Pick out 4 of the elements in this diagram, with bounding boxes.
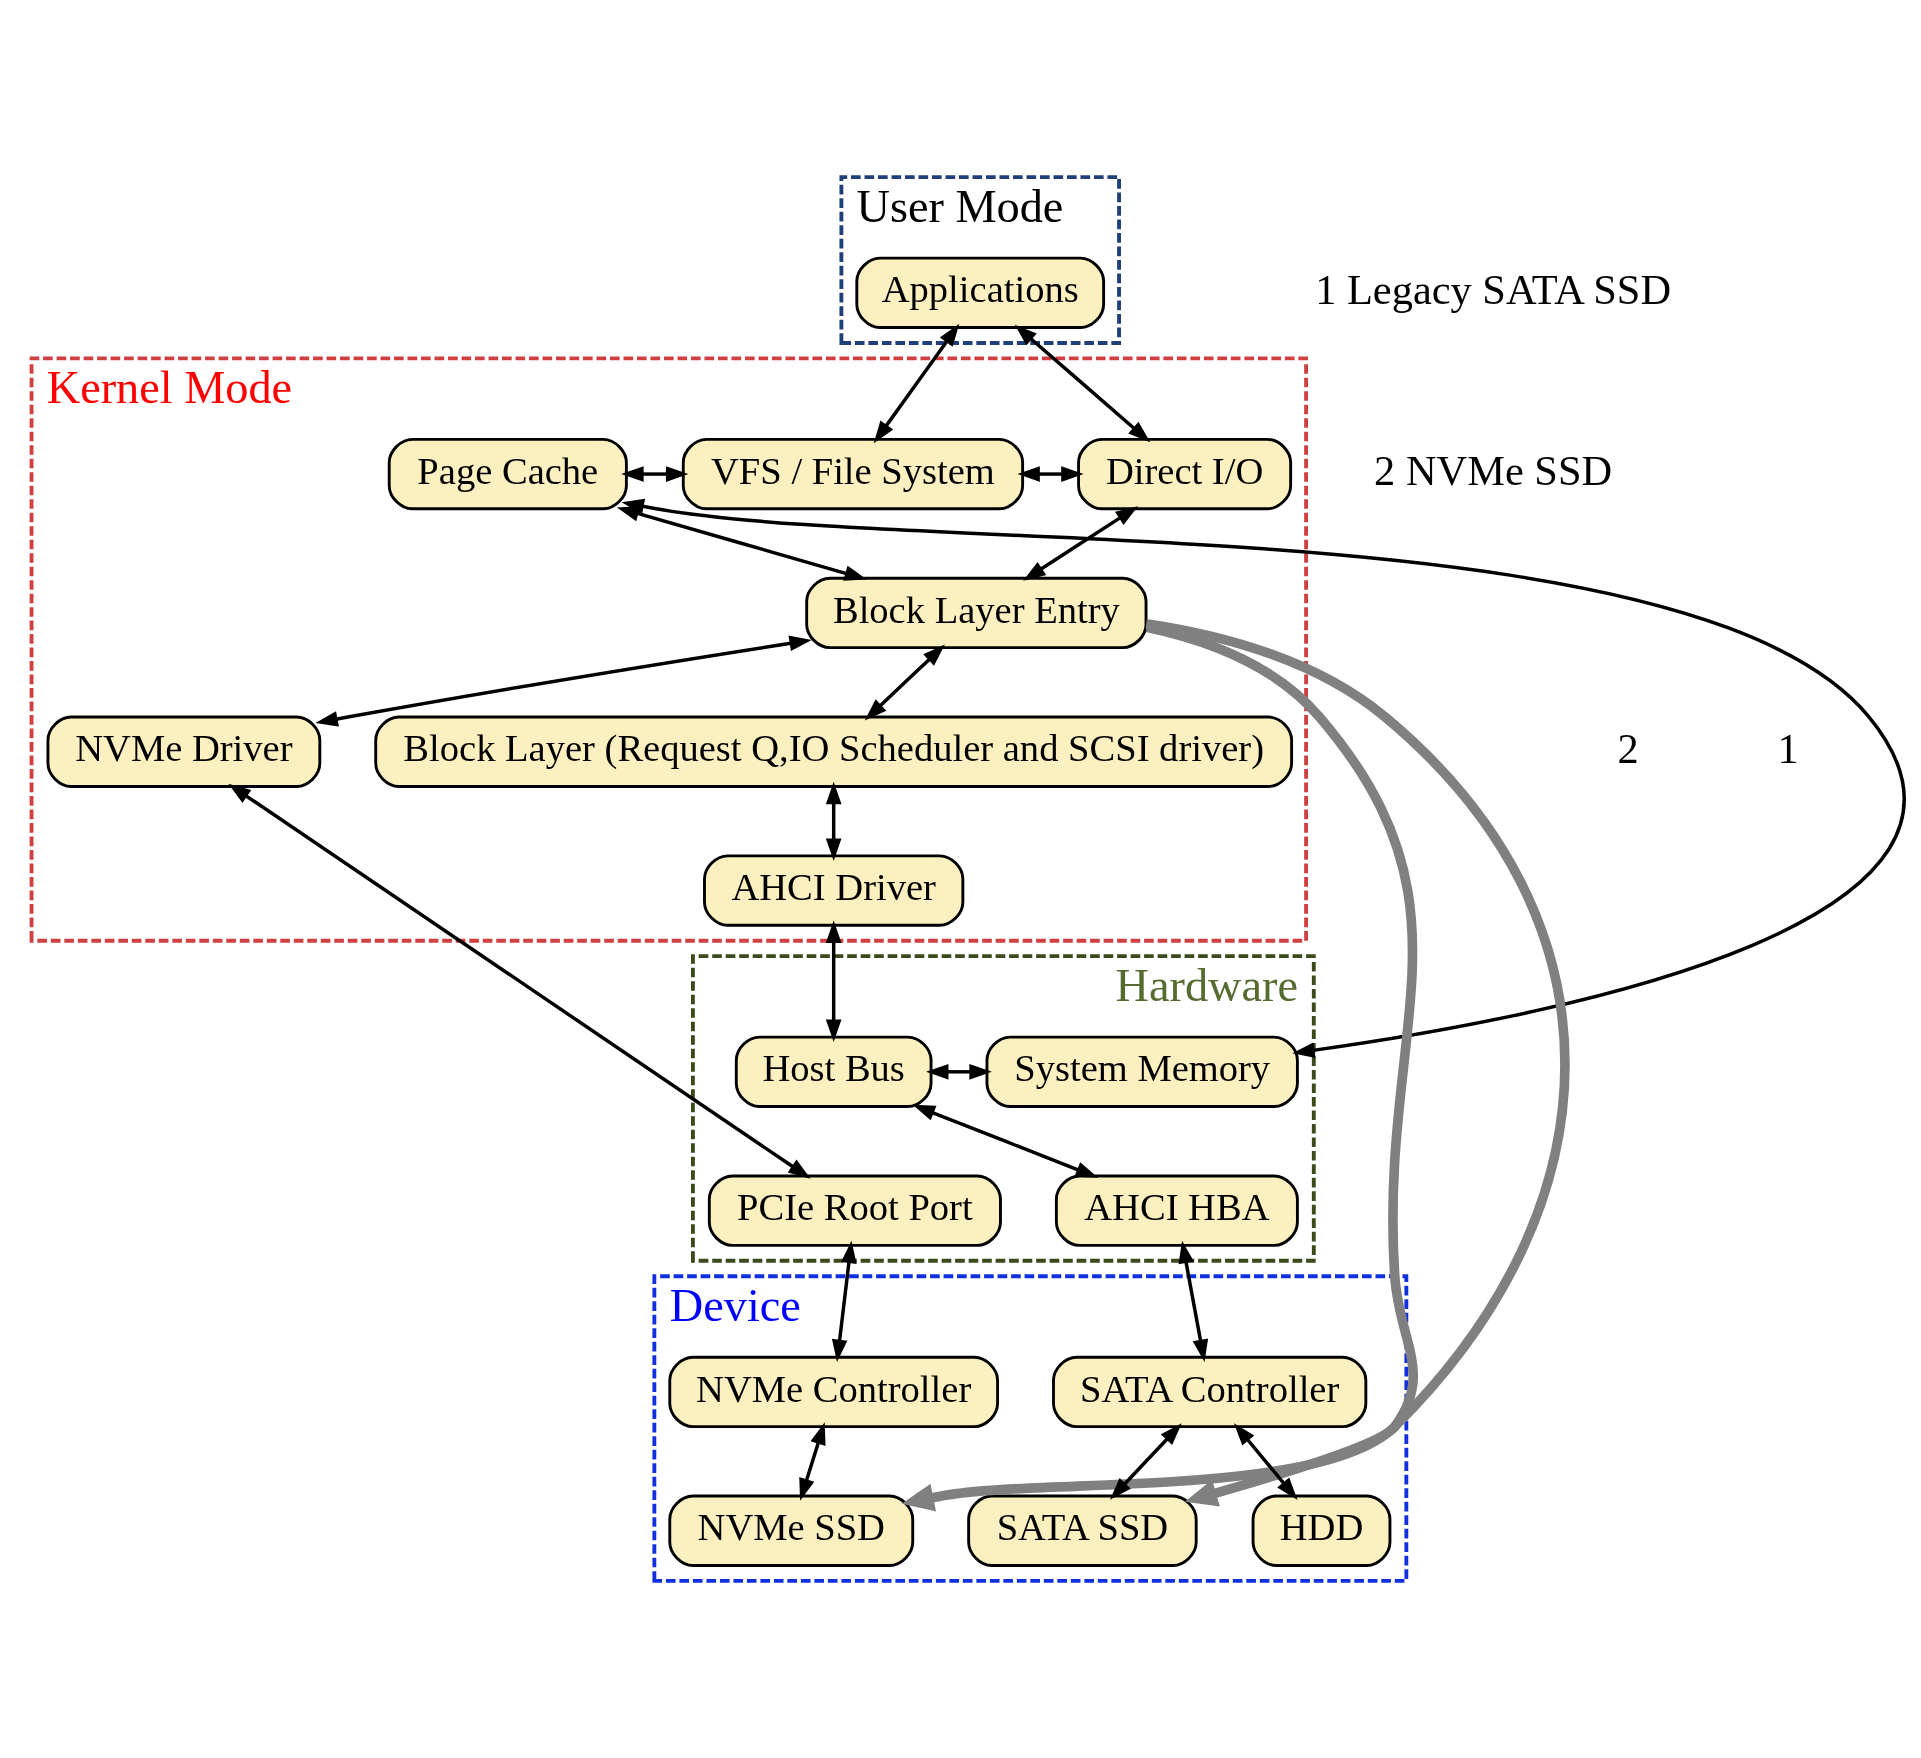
label: 2: [1617, 724, 1639, 772]
label: 1: [1777, 724, 1799, 772]
legend-label: 2 NVMe SSD: [1374, 446, 1613, 494]
legend-label: 1 Legacy SATA SSD: [1315, 265, 1672, 313]
